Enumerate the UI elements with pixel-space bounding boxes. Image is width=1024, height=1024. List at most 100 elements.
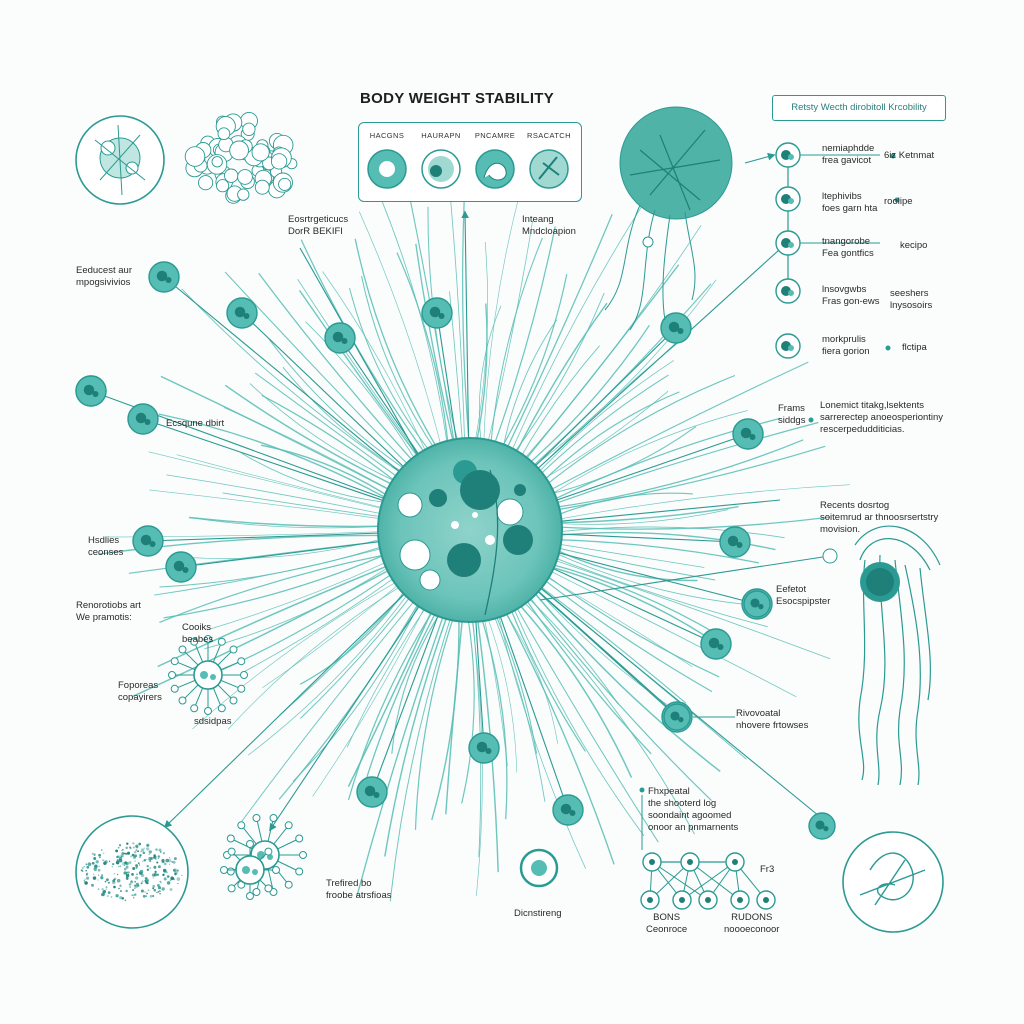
particle (84, 878, 86, 880)
node-core (750, 598, 760, 608)
particle (152, 885, 156, 888)
filament (525, 324, 650, 467)
particle (132, 846, 135, 849)
filament (524, 594, 619, 705)
caption-label: Lonemict titakg,lsektents sarrerectep an… (820, 400, 944, 435)
particle (126, 842, 129, 845)
particle (170, 876, 174, 881)
hub-terminal (220, 866, 228, 874)
filament (497, 610, 587, 869)
particle (155, 858, 157, 860)
particle (172, 868, 176, 872)
particle (91, 852, 95, 856)
particle (141, 848, 145, 852)
filament (149, 489, 386, 520)
particle (144, 880, 146, 882)
right-list-tag: roolipe (884, 196, 913, 207)
particle (84, 881, 88, 885)
filament (204, 570, 397, 679)
filament (554, 538, 760, 564)
caption-label: Eefetot Esocspipster (776, 584, 831, 607)
particle (163, 861, 165, 863)
node-core (373, 792, 380, 798)
filament (545, 568, 797, 698)
filament (529, 279, 717, 470)
particle (139, 854, 142, 857)
hub-terminal (204, 635, 212, 643)
filament (508, 605, 586, 752)
hub-terminal (264, 884, 273, 893)
hub-dot (200, 671, 208, 679)
filament (545, 361, 809, 493)
filament (475, 303, 488, 446)
particle (123, 871, 127, 875)
hub-terminal (226, 834, 235, 843)
brain-lobe (229, 140, 249, 161)
list-dot (808, 417, 814, 423)
node-core (140, 534, 152, 546)
filament (489, 237, 543, 448)
right-tentacle-cell (822, 525, 941, 786)
particle (116, 873, 119, 876)
filament (292, 599, 422, 782)
particle (83, 866, 85, 868)
caption-label: Foporeas copayirers (118, 680, 162, 703)
particle (94, 864, 98, 868)
filament (227, 583, 405, 730)
particle (102, 852, 105, 855)
filament (520, 598, 695, 835)
particle (166, 881, 171, 885)
particle (149, 894, 153, 898)
node-core (149, 541, 156, 547)
filament (522, 264, 680, 464)
filament (241, 452, 390, 504)
particle (107, 891, 111, 894)
particle (158, 890, 161, 893)
particle (92, 873, 95, 876)
particle (160, 881, 162, 884)
particle (100, 849, 103, 851)
particle (149, 860, 152, 863)
filament (492, 226, 556, 449)
particle (161, 887, 165, 891)
particle (116, 859, 119, 862)
hub-terminal (229, 696, 238, 705)
filament (529, 283, 712, 470)
filament (322, 271, 429, 457)
central-cell (377, 437, 563, 623)
net-node-core (649, 859, 655, 865)
particle (136, 850, 140, 853)
particle (86, 872, 89, 875)
filament (549, 558, 831, 660)
particle (95, 860, 99, 864)
particle (168, 863, 171, 865)
particle (174, 873, 177, 876)
particle (146, 847, 150, 851)
particle (169, 888, 173, 891)
filament (358, 211, 443, 450)
filament (300, 239, 428, 457)
particle (123, 864, 126, 867)
particle (140, 873, 145, 878)
particle (105, 888, 108, 890)
particle (144, 891, 146, 893)
particle (99, 856, 101, 859)
top-left-cell-cluster (75, 115, 165, 205)
particle (104, 880, 107, 883)
caption-label: Renorotiobs art We pramotis: (76, 600, 141, 623)
particle (106, 895, 109, 898)
right-list-tag: flctipa (902, 342, 927, 353)
filament (547, 410, 748, 497)
particle (121, 850, 123, 852)
filament (297, 278, 423, 461)
particle (119, 884, 122, 887)
filament (347, 607, 436, 801)
particle (134, 860, 136, 862)
filament (547, 426, 697, 496)
filament (536, 374, 669, 479)
node-core (531, 860, 547, 876)
filament (241, 574, 399, 674)
caption-label: Rivovoatal nhovere frtowses (736, 708, 809, 731)
